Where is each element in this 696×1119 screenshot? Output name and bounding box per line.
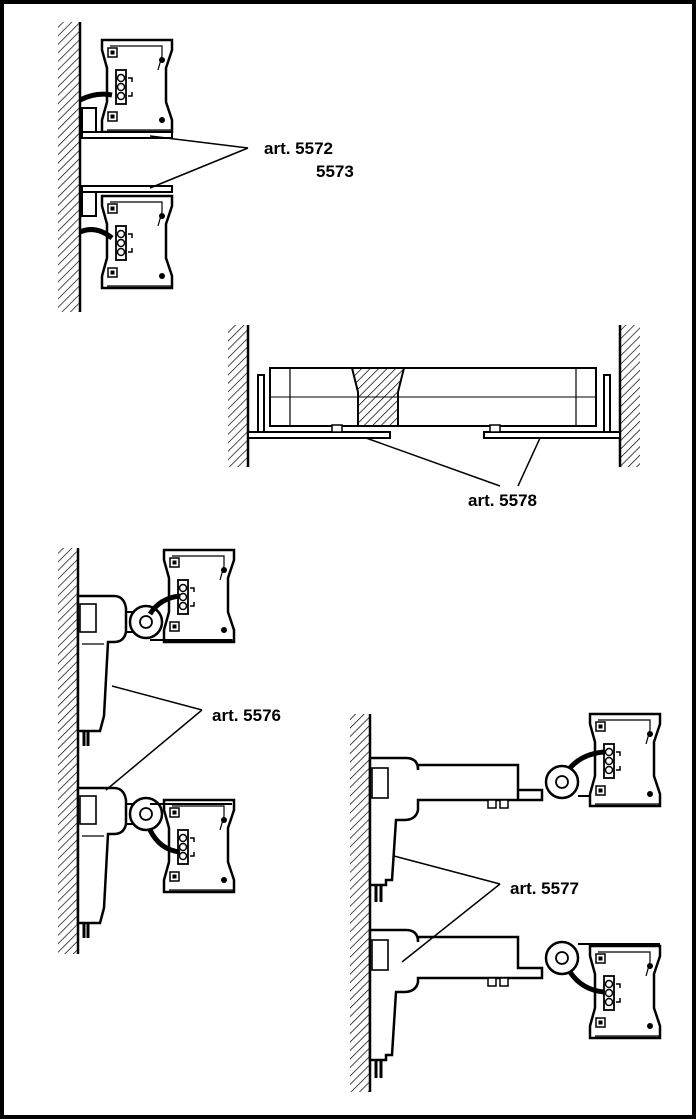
label-art-5577: art. 5577 [510, 879, 579, 898]
arm-5577-upper [368, 756, 544, 887]
arm-5577-lower [368, 928, 544, 1062]
wall-hatch [58, 22, 80, 312]
arm-5576-upper [76, 594, 164, 748]
camera-head-5577-upper [588, 712, 662, 808]
group-5572-5573: art. 5572 5573 [58, 22, 354, 312]
camera-head-lower [100, 194, 174, 290]
group-5577: art. 5577 [350, 712, 662, 1092]
bracket-plate-lower [81, 185, 173, 193]
label-art-5572: art. 5572 [264, 139, 333, 158]
group-5576: art. 5576 [58, 548, 281, 954]
housing-center-support [350, 367, 406, 427]
arm-5576-lower [76, 786, 164, 940]
label-art-5578: art. 5578 [468, 491, 537, 510]
camera-head-5576-lower [162, 798, 236, 894]
label-art-5573: 5573 [316, 162, 354, 181]
group-5578: art. 5578 [228, 325, 640, 510]
label-art-5576: art. 5576 [212, 706, 281, 725]
camera-head-upper [100, 38, 174, 134]
